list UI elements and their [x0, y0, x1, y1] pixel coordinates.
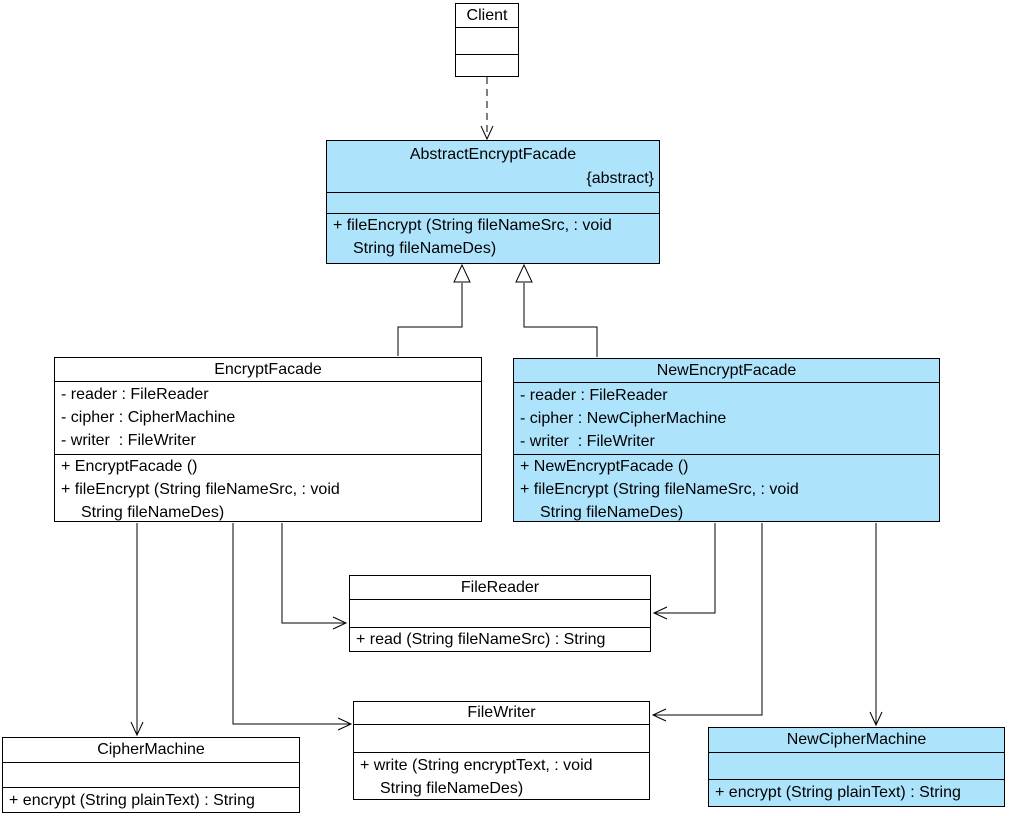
methods-compartment: + encrypt (String plainText) : String — [3, 787, 299, 813]
methods-compartment: + encrypt (String plainText) : String — [709, 779, 1004, 806]
class-name: Client — [466, 7, 508, 24]
class-file-writer: FileWriter + write (String encryptText, … — [353, 701, 650, 800]
attribute: - cipher : NewCipherMachine — [520, 410, 727, 427]
class-name: NewEncryptFacade — [656, 362, 797, 379]
attributes-compartment — [354, 724, 649, 752]
method: + read (String fileNameSrc) : String — [356, 631, 606, 648]
class-title-compartment: NewEncryptFacade — [514, 359, 939, 382]
class-encrypt-facade: EncryptFacade - reader : FileReader - ci… — [54, 357, 482, 522]
attributes-compartment — [709, 752, 1004, 779]
association-encryptfacade-to-filewriter — [232, 523, 353, 731]
association-encryptfacade-to-ciphermachine — [130, 523, 144, 737]
class-name: AbstractEncryptFacade — [409, 146, 577, 163]
attributes-compartment — [3, 762, 299, 787]
class-name: NewCipherMachine — [786, 731, 927, 748]
method-continuation: String fileNameDes) — [81, 504, 225, 521]
class-new-encrypt-facade: NewEncryptFacade - reader : FileReader -… — [513, 358, 940, 522]
attribute: - writer : FileWriter — [61, 432, 196, 449]
attribute: - reader : FileReader — [520, 387, 668, 404]
class-title-compartment: FileWriter — [354, 702, 649, 724]
association-newencryptfacade-to-filewriter — [651, 523, 763, 722]
association-newencryptfacade-to-newciphermachine — [869, 523, 883, 727]
method: + fileEncrypt (String fileNameSrc, : voi… — [520, 481, 799, 498]
methods-compartment: + fileEncrypt (String fileNameSrc, : voi… — [327, 213, 659, 263]
class-title-compartment: EncryptFacade — [55, 358, 481, 381]
class-title-compartment: NewCipherMachine — [709, 728, 1004, 752]
method: + fileEncrypt (String fileNameSrc, : voi… — [333, 217, 612, 234]
method-continuation: String fileNameDes) — [540, 504, 684, 521]
methods-compartment: + EncryptFacade () + fileEncrypt (String… — [55, 454, 481, 524]
methods-compartment: + NewEncryptFacade () + fileEncrypt (Str… — [514, 454, 939, 524]
class-title-compartment: AbstractEncryptFacade {abstract} — [327, 141, 659, 192]
generalization-encryptfacade-to-abstractencryptfacade — [397, 263, 471, 356]
class-name: CipherMachine — [97, 741, 205, 758]
methods-compartment: + write (String encryptText, : void Stri… — [354, 752, 649, 800]
attributes-compartment — [456, 27, 518, 54]
attribute: - writer : FileWriter — [520, 433, 655, 450]
class-client: Client — [455, 3, 519, 77]
attribute: - cipher : CipherMachine — [61, 409, 236, 426]
class-file-reader: FileReader + read (String fileNameSrc) :… — [349, 575, 651, 652]
class-title-compartment: FileReader — [350, 576, 650, 599]
class-title-compartment: Client — [456, 4, 518, 27]
method-continuation: String fileNameDes) — [353, 240, 497, 257]
attributes-compartment: - reader : FileReader - cipher : NewCiph… — [514, 382, 939, 454]
method: + encrypt (String plainText) : String — [9, 792, 255, 809]
methods-compartment: + read (String fileNameSrc) : String — [350, 627, 650, 652]
class-abstract-encrypt-facade: AbstractEncryptFacade {abstract} + fileE… — [326, 140, 660, 264]
method: + fileEncrypt (String fileNameSrc, : voi… — [61, 481, 340, 498]
class-new-cipher-machine: NewCipherMachine + encrypt (String plain… — [708, 727, 1005, 807]
attributes-compartment — [350, 599, 650, 627]
method: + encrypt (String plainText) : String — [715, 784, 961, 801]
dependency-client-to-abstractencryptfacade — [480, 77, 494, 141]
attributes-compartment: - reader : FileReader - cipher : CipherM… — [55, 381, 481, 454]
generalization-newencryptfacade-to-abstractencryptfacade — [515, 263, 598, 357]
attribute: - reader : FileReader — [61, 386, 209, 403]
class-name: FileReader — [460, 579, 540, 596]
class-name: EncryptFacade — [214, 361, 322, 378]
attributes-compartment — [327, 192, 659, 213]
method-continuation: String fileNameDes) — [380, 780, 524, 797]
method: + EncryptFacade () — [61, 458, 198, 475]
association-encryptfacade-to-filereader — [281, 523, 348, 630]
method: + NewEncryptFacade () — [520, 458, 689, 475]
class-title-compartment: CipherMachine — [3, 738, 299, 762]
class-name: FileWriter — [467, 704, 536, 721]
method: + write (String encryptText, : void — [360, 757, 593, 774]
association-newencryptfacade-to-filereader — [652, 523, 716, 620]
class-cipher-machine: CipherMachine + encrypt (String plainTex… — [2, 737, 300, 813]
methods-compartment — [456, 54, 518, 76]
abstract-stereotype: {abstract} — [586, 170, 654, 187]
